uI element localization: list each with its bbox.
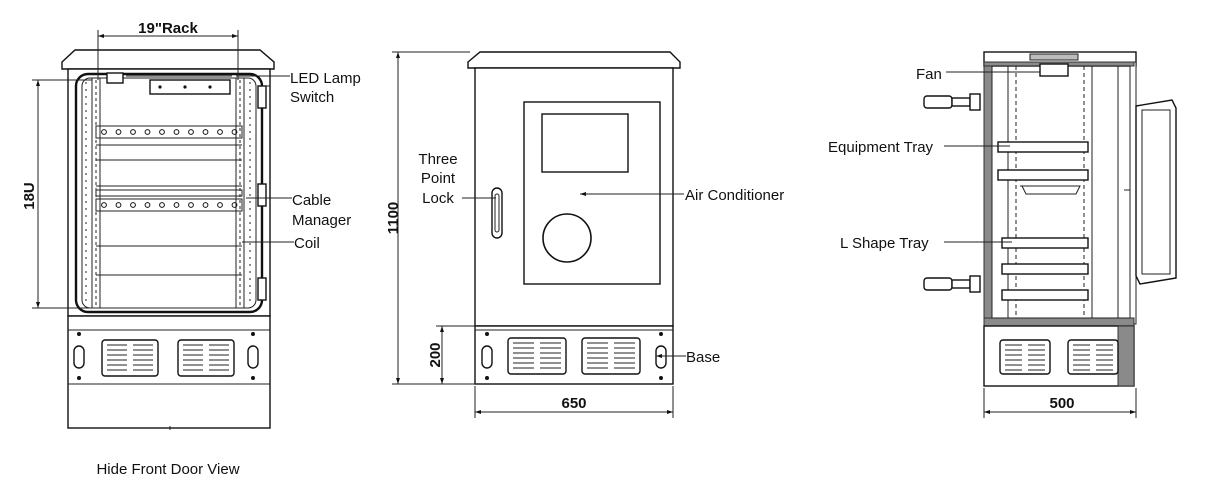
fan-label: Fan — [916, 66, 942, 83]
total-height-label: 1100 — [385, 202, 402, 235]
led-lamp-label: LED Lamp — [290, 70, 361, 87]
switch-label: Switch — [290, 89, 334, 106]
l-shape-tray-label: L Shape Tray — [840, 235, 929, 252]
rack-width-label: 19"Rack — [138, 20, 198, 37]
base-height-label: 200 — [427, 342, 444, 367]
rack-units-label: 18U — [21, 182, 38, 210]
air-conditioner-label: Air Conditioner — [685, 187, 784, 204]
cable-label: Cable — [292, 192, 331, 209]
coil-label: Coil — [294, 235, 320, 252]
width-label: 650 — [561, 395, 586, 412]
three-label: Three — [418, 151, 457, 168]
base-label: Base — [686, 349, 720, 366]
depth-label: 500 — [1049, 395, 1074, 412]
equipment-tray-label: Equipment Tray — [828, 139, 934, 156]
lock-label: Lock — [422, 190, 454, 207]
front-open-view: 19"Rack 18U LED Lamp Switch Cable Manage… — [21, 20, 361, 478]
caption-hide-front-door: Hide Front Door View — [96, 461, 239, 478]
side-section-view: 500 Fan Equipment Tray L Shape Tray — [828, 51, 1177, 418]
front-closed-view: 1100 200 650 Three Point Lock Air Condit… — [385, 51, 784, 418]
point-label: Point — [421, 170, 456, 187]
manager-label: Manager — [292, 212, 351, 229]
